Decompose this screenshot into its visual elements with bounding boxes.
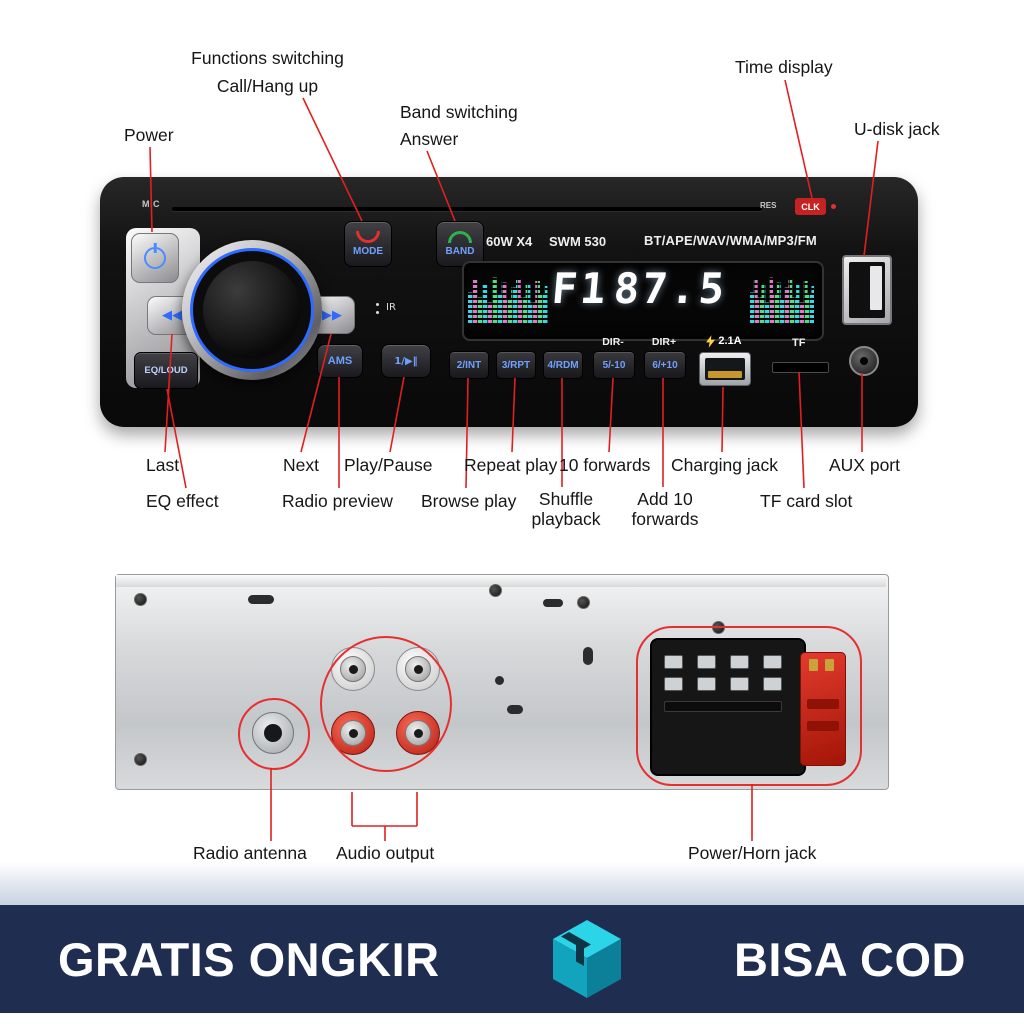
- vent-slot: [543, 599, 563, 607]
- power-icon: [144, 247, 166, 269]
- display-frequency-value: 87.5: [611, 264, 730, 313]
- key-2-int[interactable]: 2/INT: [449, 351, 489, 379]
- power-horn-highlight: [636, 626, 862, 786]
- label-functions-switching: Functions switching Call/Hang up: [191, 48, 344, 96]
- vent-hole: [495, 676, 504, 685]
- power-spec-text: 60W X4: [486, 234, 533, 249]
- label-power: Power: [124, 125, 174, 145]
- answer-call-icon: [448, 231, 472, 243]
- label-radio-preview: Radio preview: [282, 491, 393, 511]
- screw: [134, 593, 147, 606]
- volume-knob[interactable]: [203, 261, 301, 359]
- label-add-10-forwards: Add 10 forwards: [631, 489, 699, 529]
- banner-gradient: [0, 862, 1024, 906]
- eq-loud-button[interactable]: EQ/LOUD: [134, 352, 198, 389]
- model-text: SWM 530: [549, 234, 607, 249]
- clk-indicator-dot: [831, 204, 836, 209]
- label-power-horn-jack: Power/Horn jack: [688, 843, 817, 863]
- cd-slot: [172, 207, 762, 211]
- charge-rating: 2.1A: [698, 333, 750, 349]
- display-band-value: F1: [549, 264, 611, 313]
- power-horn-red-connector: [800, 652, 846, 766]
- label-10-forwards: 10 forwards: [559, 455, 651, 475]
- previous-icon: ◀◀: [162, 308, 182, 323]
- promo-banner: GRATIS ONGKIR BISA COD: [0, 905, 1024, 1013]
- label-eq-effect: EQ effect: [146, 491, 219, 511]
- brand-logo: [552, 920, 621, 998]
- label-time-display: Time display: [735, 57, 833, 77]
- label-charging-jack: Charging jack: [671, 455, 778, 475]
- label-tf-card-slot: TF card slot: [760, 491, 853, 511]
- screw: [489, 584, 502, 597]
- key-4-rdm[interactable]: 4/RDM: [543, 351, 583, 379]
- u-disk-usb-port: [842, 255, 892, 325]
- label-radio-antenna: Radio antenna: [193, 843, 307, 863]
- aux-port-jack: [849, 346, 879, 376]
- label-audio-output: Audio output: [336, 843, 435, 863]
- label-last: Last: [146, 455, 180, 475]
- label-repeat-play: Repeat play: [464, 455, 558, 475]
- label-play-pause: Play/Pause: [344, 455, 433, 475]
- label-aux-port: AUX port: [829, 455, 900, 475]
- next-icon: ▶▶: [322, 307, 342, 323]
- ams-button[interactable]: AMS: [317, 344, 363, 378]
- label-shuffle-playback: Shuffle playback: [531, 489, 601, 529]
- dir-minus-label: DIR-: [602, 336, 624, 348]
- ir-receiver-dots: [376, 303, 379, 306]
- hang-up-call-icon: [356, 231, 380, 243]
- connector-keyway: [664, 701, 782, 712]
- mic-label: MIC: [142, 199, 160, 209]
- label-u-disk-jack: U-disk jack: [854, 119, 940, 139]
- band-button[interactable]: BAND: [436, 221, 484, 267]
- formats-text: BT/APE/WAV/WMA/MP3/FM: [644, 233, 817, 248]
- screw: [134, 753, 147, 766]
- vent-slot: [248, 595, 274, 604]
- dir-plus-label: DIR+: [651, 336, 677, 348]
- clk-button[interactable]: CLK: [795, 198, 826, 215]
- banner-left-text: GRATIS ONGKIR: [58, 932, 440, 986]
- play-pause-button[interactable]: 1/▶‖: [381, 344, 431, 378]
- vent-slot: [583, 647, 593, 665]
- charging-usb-jack: [699, 352, 751, 386]
- key-3-rpt[interactable]: 3/RPT: [496, 351, 536, 379]
- ir-label: IR: [386, 302, 396, 313]
- audio-output-highlight-ellipse: [320, 636, 452, 772]
- tf-label: TF: [792, 337, 806, 349]
- mode-button[interactable]: MODE: [344, 221, 392, 267]
- vent-slot: [507, 705, 523, 714]
- label-browse-play: Browse play: [421, 491, 517, 511]
- tf-card-slot: [772, 362, 829, 373]
- power-button[interactable]: [131, 233, 179, 283]
- antenna-highlight-circle: [238, 698, 310, 770]
- chassis-top-edge: [116, 575, 886, 587]
- key-5-minus10[interactable]: 5/-10: [593, 351, 635, 379]
- screw: [577, 596, 590, 609]
- label-next: Next: [283, 455, 319, 475]
- res-label: RES: [760, 201, 777, 210]
- label-band-switching: Band switching Answer: [400, 102, 518, 149]
- banner-right-text: BISA COD: [733, 932, 966, 986]
- lightning-icon: [706, 334, 716, 348]
- key-6-plus10[interactable]: 6/+10: [644, 351, 686, 379]
